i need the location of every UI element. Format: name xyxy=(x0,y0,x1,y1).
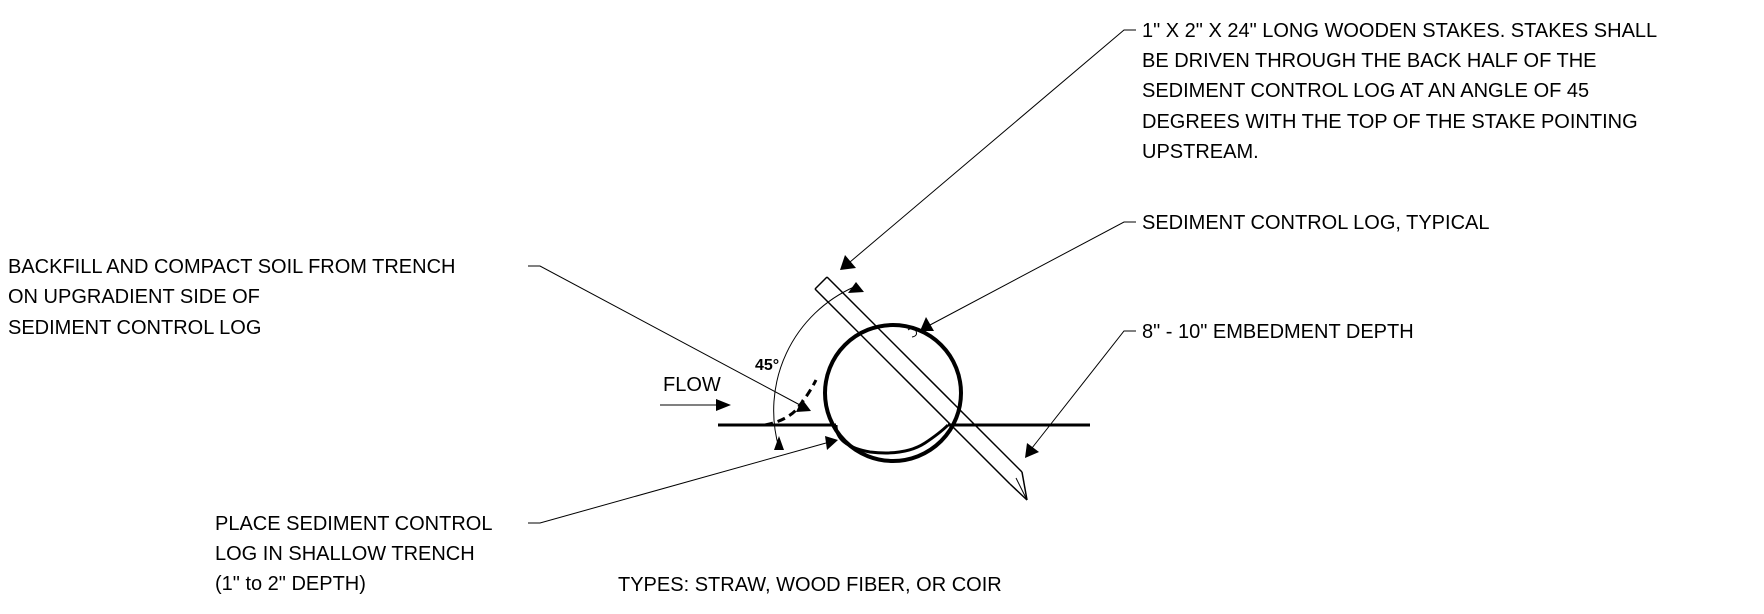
angle-arrow-bottom xyxy=(774,436,784,450)
svg-text:UPSTREAM.: UPSTREAM. xyxy=(1142,141,1259,163)
stakes-note: 1" X 2" X 24" LONG WOODEN STAKES. STAKES… xyxy=(1142,20,1657,163)
embedment-leader-arrow xyxy=(1025,443,1039,458)
log-leader-arrow xyxy=(920,317,934,331)
svg-text:LOG IN SHALLOW TRENCH: LOG IN SHALLOW TRENCH xyxy=(215,543,475,565)
backfill-note: BACKFILL AND COMPACT SOIL FROM TRENCH ON… xyxy=(8,256,455,339)
angle-arrow-top xyxy=(848,282,864,293)
svg-text:(1" to 2" DEPTH): (1" to 2" DEPTH) xyxy=(215,573,366,595)
backfill-wedge xyxy=(764,379,818,427)
place-leader-line xyxy=(528,442,827,524)
svg-text:DEGREES WITH THE TOP OF THE ST: DEGREES WITH THE TOP OF THE STAKE POINTI… xyxy=(1142,111,1638,133)
types-note: TYPES: STRAW, WOOD FIBER, OR COIR xyxy=(618,574,1002,596)
log-leader-line xyxy=(929,221,1136,326)
place-note: PLACE SEDIMENT CONTROL LOG IN SHALLOW TR… xyxy=(215,513,492,595)
flow-label: FLOW xyxy=(663,374,721,396)
svg-text:BE DRIVEN THROUGH THE BACK HAL: BE DRIVEN THROUGH THE BACK HALF OF THE xyxy=(1142,50,1597,72)
place-leader-arrow xyxy=(825,436,838,450)
stakes-leader-line xyxy=(849,29,1136,263)
angle-dimension-arc xyxy=(773,286,855,449)
angle-label: 45° xyxy=(755,357,779,374)
svg-text:SEDIMENT CONTROL LOG: SEDIMENT CONTROL LOG xyxy=(8,317,261,339)
svg-text:SEDIMENT CONTROL LOG AT AN ANG: SEDIMENT CONTROL LOG AT AN ANGLE OF 45 xyxy=(1142,80,1589,102)
flow-arrowhead xyxy=(716,399,731,411)
svg-text:ON UPGRADIENT SIDE OF: ON UPGRADIENT SIDE OF xyxy=(8,286,260,308)
backfill-leader-arrow xyxy=(796,399,811,412)
backfill-leader-line xyxy=(528,265,801,406)
embedment-leader-line xyxy=(1031,330,1136,449)
svg-text:PLACE SEDIMENT CONTROL: PLACE SEDIMENT CONTROL xyxy=(215,513,492,535)
svg-text:BACKFILL AND COMPACT SOIL FROM: BACKFILL AND COMPACT SOIL FROM TRENCH xyxy=(8,256,455,278)
log-texture-mark xyxy=(907,327,917,338)
embedment-note: 8" - 10" EMBEDMENT DEPTH xyxy=(1142,321,1414,343)
log-note: SEDIMENT CONTROL LOG, TYPICAL xyxy=(1142,212,1489,234)
wooden-stake xyxy=(814,276,1028,501)
svg-text:1" X 2" X 24" LONG WOODEN STAK: 1" X 2" X 24" LONG WOODEN STAKES. STAKES… xyxy=(1142,20,1657,42)
stakes-leader-arrow xyxy=(840,255,856,270)
sediment-control-log xyxy=(823,323,963,463)
